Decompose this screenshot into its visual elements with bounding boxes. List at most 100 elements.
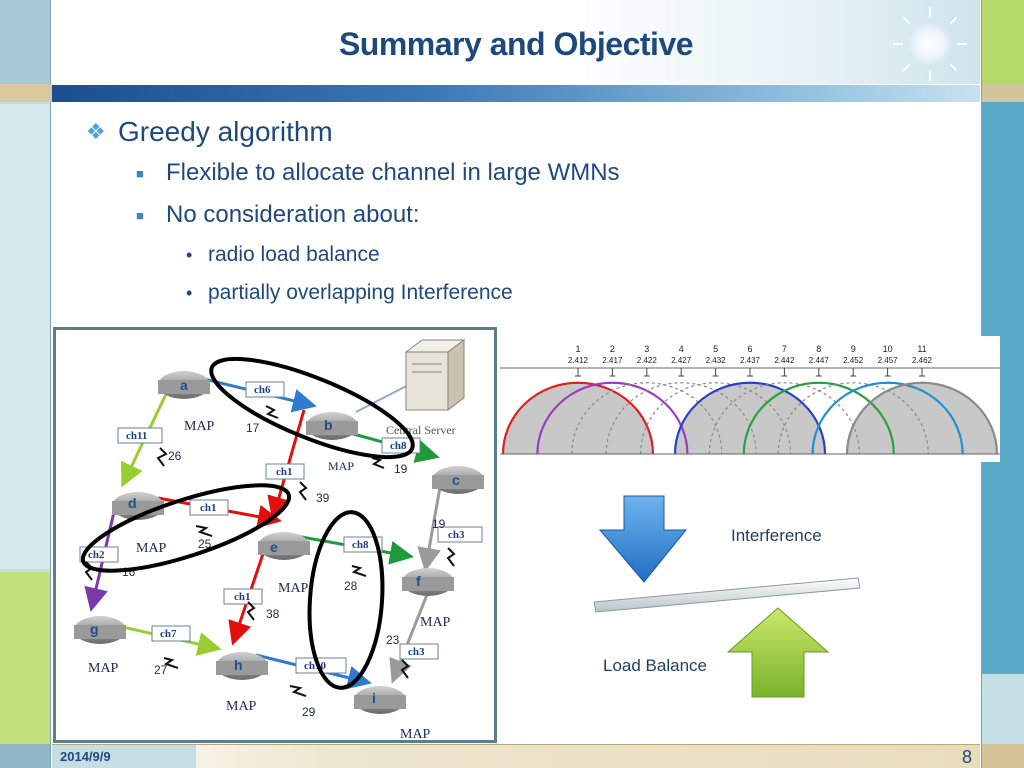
node-label: b bbox=[324, 417, 333, 433]
map-label: MAP bbox=[278, 581, 309, 596]
channel-number: 1 bbox=[575, 344, 580, 354]
map-label: MAP bbox=[420, 615, 451, 630]
sparkle-icon bbox=[893, 7, 967, 81]
link-number: 25 bbox=[198, 537, 212, 551]
map-label: MAP bbox=[136, 541, 167, 556]
channel-frequency: 2.427 bbox=[671, 356, 692, 365]
diamond-bullet-icon: ❖ bbox=[86, 119, 106, 144]
channel-arc bbox=[536, 381, 689, 455]
title-bar bbox=[52, 85, 980, 102]
channel-number: 9 bbox=[851, 344, 856, 354]
channel-lobe bbox=[503, 382, 653, 454]
channel-arc bbox=[742, 381, 895, 455]
bullet-text: No consideration about: bbox=[166, 201, 420, 228]
divider bbox=[50, 0, 51, 768]
dot-bullet-icon: • bbox=[186, 244, 193, 265]
server-label: Central Server bbox=[386, 423, 456, 437]
channel-arc bbox=[777, 382, 929, 455]
channel-lobe bbox=[847, 382, 997, 454]
channel-frequency: 2.442 bbox=[774, 356, 795, 365]
node-label: d bbox=[128, 495, 137, 511]
channel-frequency: 2.457 bbox=[878, 356, 899, 365]
link-number: 38 bbox=[266, 607, 280, 621]
node-label: g bbox=[90, 621, 99, 637]
title-strip bbox=[0, 84, 52, 102]
map-label: MAP bbox=[184, 419, 215, 434]
left-decor-band bbox=[0, 0, 50, 768]
link-number: 26 bbox=[168, 449, 182, 463]
channel-arc bbox=[640, 382, 792, 455]
channel-arc bbox=[708, 382, 860, 455]
channel-frequency: 2.447 bbox=[809, 356, 830, 365]
link-number: 28 bbox=[344, 579, 358, 593]
bullet-text: Flexible to allocate channel in large WM… bbox=[166, 159, 620, 186]
channel-label: ch6 bbox=[254, 384, 271, 396]
channel-lobe bbox=[675, 382, 825, 454]
channel-label: ch1 bbox=[200, 502, 217, 514]
channel-number: 4 bbox=[679, 344, 684, 354]
channel-number: 6 bbox=[747, 344, 752, 354]
node-label: a bbox=[180, 377, 188, 393]
channel-arc bbox=[501, 381, 655, 455]
channel-frequency: 2.432 bbox=[706, 356, 727, 365]
node-label: i bbox=[372, 690, 376, 706]
arrow-up-icon bbox=[726, 607, 830, 698]
interference-label: Interference bbox=[731, 526, 822, 545]
channel-label: ch11 bbox=[126, 430, 147, 442]
channel-number: 7 bbox=[782, 344, 787, 354]
slide-title: Summary and Objective bbox=[338, 26, 694, 62]
channel-number: 8 bbox=[816, 344, 821, 354]
channel-label: ch3 bbox=[448, 529, 465, 541]
channel-label: ch8 bbox=[352, 539, 369, 551]
channel-number: 2 bbox=[610, 344, 615, 354]
link-number: 23 bbox=[386, 633, 400, 647]
channel-arc bbox=[811, 381, 964, 455]
channel-frequency: 2.417 bbox=[602, 356, 623, 365]
right-decor-band bbox=[982, 0, 1024, 768]
dot-bullet-icon: • bbox=[186, 282, 193, 303]
channel-number: 3 bbox=[644, 344, 649, 354]
channel-arc bbox=[845, 381, 999, 455]
link-number: 27 bbox=[154, 663, 168, 677]
link-number: 17 bbox=[246, 421, 260, 435]
bullet-level3: • radio load balance bbox=[186, 236, 966, 274]
square-bullet-icon: ■ bbox=[136, 165, 144, 181]
map-label: MAP bbox=[328, 459, 354, 473]
channel-number: 5 bbox=[713, 344, 718, 354]
bullet-level2: ■ Flexible to allocate channel in large … bbox=[136, 152, 966, 194]
link-number: 19 bbox=[432, 517, 446, 531]
channel-frequency: 2.412 bbox=[568, 356, 589, 365]
channel-label: ch8 bbox=[390, 440, 407, 452]
channel-frequency: 2.452 bbox=[843, 356, 864, 365]
node-label: f bbox=[416, 573, 421, 589]
channel-arc bbox=[673, 381, 827, 455]
bullet-list: ❖ Greedy algorithm ■ Flexible to allocat… bbox=[86, 112, 966, 312]
channel-frequency: 2.437 bbox=[740, 356, 761, 365]
channel-arc bbox=[571, 382, 723, 455]
channel-spectrum-diagram: 1 2.412 2 2.417 3 2.422 4 2.427 5 2.432 6 2.437 7 2.4… bbox=[500, 336, 1000, 462]
channel-arc bbox=[605, 382, 757, 455]
node-label: h bbox=[234, 657, 243, 673]
page-number: 8 bbox=[961, 747, 972, 767]
bullet-text: radio load balance bbox=[208, 243, 380, 266]
map-label: MAP bbox=[226, 699, 257, 714]
arrow-down-icon bbox=[598, 495, 688, 583]
footer: 2014/9/9 8 bbox=[52, 744, 980, 768]
map-label: MAP bbox=[88, 661, 119, 676]
server-icon bbox=[404, 339, 466, 411]
footer-date: 2014/9/9 bbox=[52, 745, 196, 768]
link-number: 19 bbox=[394, 462, 408, 476]
channel-frequency: 2.422 bbox=[637, 356, 658, 365]
load-balance-label: Load Balance bbox=[603, 656, 707, 675]
node-label: c bbox=[452, 472, 460, 488]
channel-frequency: 2.462 bbox=[912, 356, 933, 365]
bullet-level1: ❖ Greedy algorithm bbox=[86, 112, 966, 152]
balance-beam bbox=[593, 577, 861, 613]
channel-label: ch1 bbox=[234, 591, 251, 603]
node-label: e bbox=[270, 539, 278, 555]
channel-label: ch3 bbox=[408, 646, 425, 658]
bullet-level2: ■ No consideration about: bbox=[136, 194, 966, 236]
bullet-text: partially overlapping Interference bbox=[208, 281, 513, 304]
network-diagram: Central Server a b c d e f g h i M bbox=[53, 327, 497, 743]
map-label: MAP bbox=[400, 727, 431, 740]
